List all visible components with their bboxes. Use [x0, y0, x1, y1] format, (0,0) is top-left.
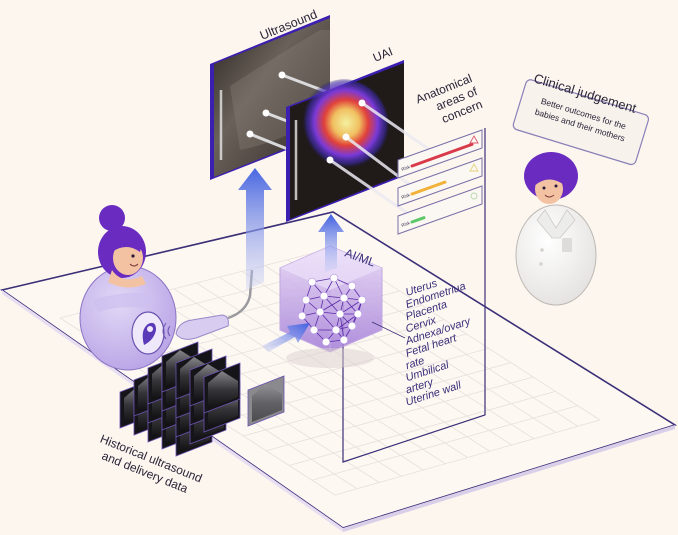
- ai-ml-cube: [279, 245, 383, 368]
- risk-label: Risk: [401, 220, 412, 228]
- arrow-ai-to-uai: [318, 214, 344, 272]
- network-node: [297, 311, 307, 321]
- neural-network-icon: [297, 273, 367, 347]
- network-node: [307, 277, 317, 287]
- risk-bar: [410, 180, 447, 196]
- network-edge: [335, 313, 359, 331]
- check-shield-icon: [470, 192, 478, 200]
- anatomy-item: rate: [404, 355, 426, 372]
- network-edge: [339, 299, 363, 315]
- network-node: [357, 295, 367, 305]
- uai-label: UAI: [371, 44, 395, 64]
- network-node: [329, 273, 339, 283]
- network-node: [339, 335, 349, 345]
- network-node: [301, 295, 311, 305]
- network-edge: [339, 313, 345, 341]
- network-node: [339, 293, 349, 303]
- clinician-figure: [515, 152, 597, 306]
- network-node: [353, 309, 363, 319]
- risk-label: Risk: [401, 192, 412, 200]
- network-node: [347, 321, 357, 331]
- patient-face: [113, 241, 143, 275]
- anatomical-areas-label: Anatomical areas of concern: [414, 71, 485, 126]
- warning-triangle-icon: [469, 135, 479, 144]
- grid-line: [334, 419, 601, 496]
- hair-bun: [99, 205, 125, 231]
- grid-line: [311, 405, 578, 481]
- historical-scan-stack: [119, 341, 285, 457]
- risk-card-medium: Risk: [397, 157, 483, 207]
- risk-card-low: Risk: [397, 185, 483, 235]
- network-node: [331, 325, 341, 335]
- connector-line: [371, 321, 406, 339]
- ultrasound-probe: [162, 269, 254, 340]
- risk-label: Risk: [401, 164, 412, 172]
- network-node: [319, 291, 329, 301]
- historical-scan: [203, 362, 241, 414]
- arrow-scans-to-ai: [262, 323, 310, 352]
- patient-figure: [79, 205, 177, 371]
- risk-bar: [410, 216, 426, 224]
- network-node: [347, 281, 357, 291]
- grid-line: [289, 390, 556, 466]
- clinician-face: [535, 174, 563, 204]
- warning-triangle-icon: [469, 163, 479, 172]
- anatomy-board: [342, 128, 486, 463]
- network-node: [321, 337, 331, 347]
- historical-scan: [247, 375, 285, 427]
- clinical-judgement-card: Better outcomes for the babies and their…: [512, 79, 650, 166]
- arrow-probe-to-ultrasound: [238, 168, 272, 290]
- risk-bar: [410, 142, 474, 168]
- network-edge: [319, 297, 345, 313]
- network-node: [309, 325, 319, 335]
- network-node: [315, 307, 325, 317]
- risk-card-high: Risk: [397, 129, 483, 179]
- network-node: [335, 309, 345, 319]
